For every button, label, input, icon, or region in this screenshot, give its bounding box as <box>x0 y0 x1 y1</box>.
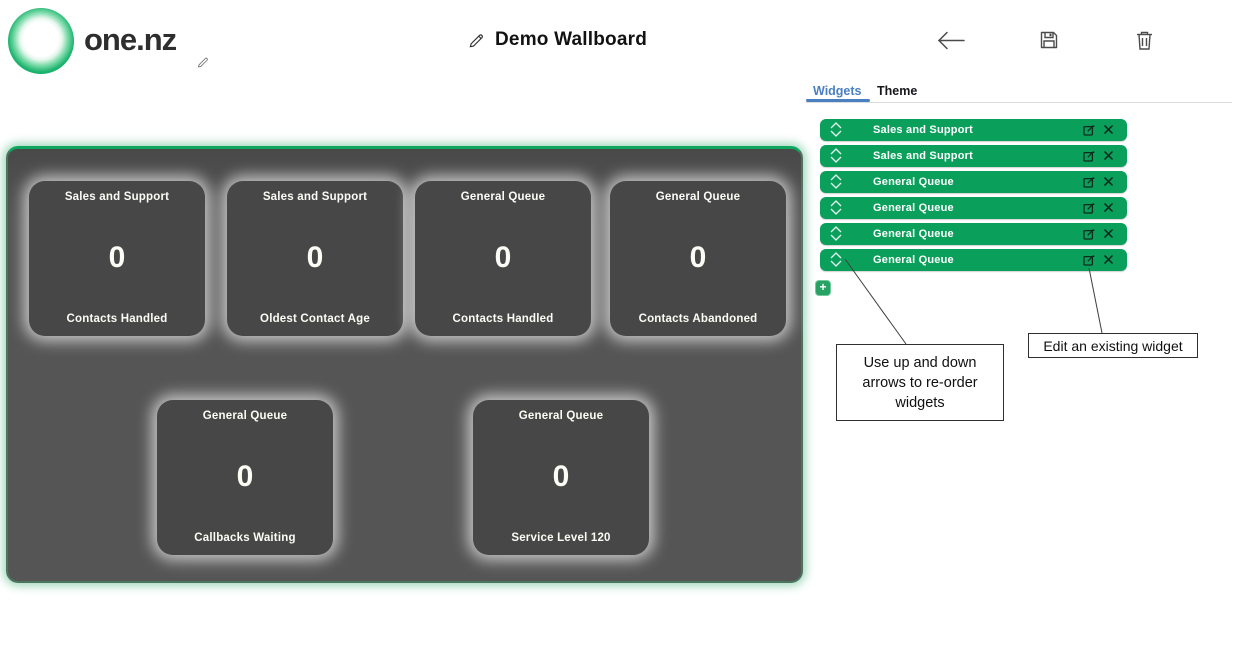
annotation-reorder-widgets: Use up and down arrows to re-order widge… <box>836 344 1004 421</box>
chevron-up-icon[interactable] <box>830 122 842 129</box>
tile-metric-name: Contacts Handled <box>66 313 168 325</box>
pencil-icon[interactable] <box>196 56 209 69</box>
one-nz-logo <box>8 8 74 74</box>
chevron-up-icon[interactable] <box>830 226 842 233</box>
x-icon[interactable] <box>1103 202 1114 213</box>
pencil-icon[interactable] <box>468 32 485 49</box>
tab-theme[interactable]: Theme <box>877 84 918 98</box>
x-icon[interactable] <box>1103 254 1114 265</box>
save-floppy-icon[interactable] <box>1039 30 1059 50</box>
chevron-down-icon[interactable] <box>830 182 842 189</box>
tile-queue-name: General Queue <box>202 410 288 422</box>
wallboard-tile: Sales and Support 0 Oldest Contact Age <box>227 181 403 336</box>
chevron-down-icon[interactable] <box>830 234 842 241</box>
widget-list: Sales and Support Sales and Support Gene… <box>820 119 1127 275</box>
widget-row-label: General Queue <box>873 254 954 266</box>
wallboard-tile: General Queue 0 Contacts Handled <box>415 181 591 336</box>
tab-divider <box>806 102 1232 103</box>
widget-row-label: Sales and Support <box>873 124 973 136</box>
tile-queue-name: General Queue <box>460 191 546 203</box>
tile-metric-name: Oldest Contact Age <box>260 313 370 325</box>
chevron-up-icon[interactable] <box>830 200 842 207</box>
edit-square-icon[interactable] <box>1083 176 1095 188</box>
x-icon[interactable] <box>1103 176 1114 187</box>
edit-square-icon[interactable] <box>1083 228 1095 240</box>
tile-value: 0 <box>306 241 324 274</box>
widget-row: General Queue <box>820 171 1127 193</box>
tile-queue-name: Sales and Support <box>262 191 368 203</box>
x-icon[interactable] <box>1103 150 1114 161</box>
edit-square-icon[interactable] <box>1083 124 1095 136</box>
widget-row-label: General Queue <box>873 202 954 214</box>
wallboard-tile: General Queue 0 Contacts Abandoned <box>610 181 786 336</box>
chevron-down-icon[interactable] <box>830 156 842 163</box>
wallboard-tile: General Queue 0 Service Level 120 <box>473 400 649 555</box>
wallboard-tile: General Queue 0 Callbacks Waiting <box>157 400 333 555</box>
widget-row-label: Sales and Support <box>873 150 973 162</box>
chevron-down-icon[interactable] <box>830 260 842 267</box>
chevron-down-icon[interactable] <box>830 130 842 137</box>
widget-row: General Queue <box>820 249 1127 271</box>
wallboard-preview: Sales and Support 0 Contacts Handled Sal… <box>6 146 803 583</box>
tile-metric-name: Service Level 120 <box>511 532 611 544</box>
chevron-up-icon[interactable] <box>830 174 842 181</box>
x-icon[interactable] <box>1103 228 1114 239</box>
chevron-up-icon[interactable] <box>830 252 842 259</box>
widget-row: Sales and Support <box>820 145 1127 167</box>
edit-square-icon[interactable] <box>1083 150 1095 162</box>
tile-metric-name: Callbacks Waiting <box>194 532 296 544</box>
active-tab-underline <box>806 99 870 102</box>
tile-queue-name: General Queue <box>655 191 741 203</box>
chevron-up-icon[interactable] <box>830 148 842 155</box>
tile-value: 0 <box>494 241 512 274</box>
widget-row: General Queue <box>820 223 1127 245</box>
tab-widgets[interactable]: Widgets <box>813 84 862 98</box>
tile-metric-name: Contacts Handled <box>452 313 554 325</box>
tile-queue-name: Sales and Support <box>64 191 170 203</box>
annotation-edit-widget: Edit an existing widget <box>1028 333 1198 358</box>
add-widget-button[interactable]: + <box>815 280 831 296</box>
wallboard-title-group: Demo Wallboard <box>468 29 647 51</box>
edit-square-icon[interactable] <box>1083 254 1095 266</box>
widget-row: Sales and Support <box>820 119 1127 141</box>
wallboard-tile: Sales and Support 0 Contacts Handled <box>29 181 205 336</box>
widget-row-label: General Queue <box>873 228 954 240</box>
trash-icon[interactable] <box>1135 30 1154 51</box>
tile-queue-name: General Queue <box>518 410 604 422</box>
widget-row: General Queue <box>820 197 1127 219</box>
widget-row-label: General Queue <box>873 176 954 188</box>
x-icon[interactable] <box>1103 124 1114 135</box>
chevron-down-icon[interactable] <box>830 208 842 215</box>
brand-wordmark: one.nz <box>84 22 177 57</box>
back-arrow-icon[interactable] <box>936 29 966 52</box>
tile-value: 0 <box>108 241 126 274</box>
tile-value: 0 <box>552 460 570 493</box>
page-title: Demo Wallboard <box>495 29 647 50</box>
tile-value: 0 <box>236 460 254 493</box>
tile-value: 0 <box>689 241 707 274</box>
tile-metric-name: Contacts Abandoned <box>638 313 758 325</box>
edit-square-icon[interactable] <box>1083 202 1095 214</box>
